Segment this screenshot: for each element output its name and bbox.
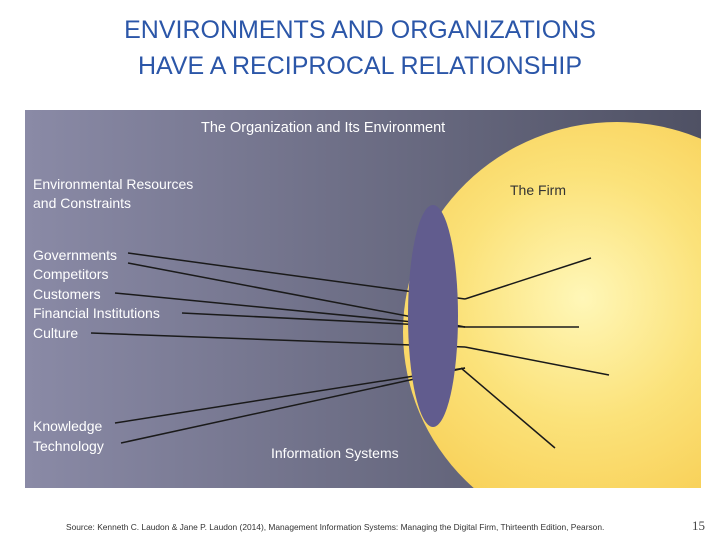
diagram-canvas: The Organization and Its Environment Env… — [25, 110, 701, 488]
slide-title: ENVIRONMENTS AND ORGANIZATIONS HAVE A RE… — [0, 12, 720, 84]
factor-knowledge: Knowledge — [33, 418, 102, 434]
line-customers — [114, 292, 466, 328]
line-firm-lower — [464, 346, 610, 376]
line-knowledge — [114, 367, 466, 424]
line-culture — [90, 332, 466, 348]
factor-technology: Technology — [33, 438, 104, 454]
env-heading-line-1: Environmental Resources — [33, 176, 193, 192]
env-heading-line-2: and Constraints — [33, 195, 131, 211]
information-systems-label: Information Systems — [271, 445, 399, 461]
firm-label: The Firm — [510, 182, 566, 198]
factor-governments: Governments — [33, 247, 117, 263]
source-citation: Source: Kenneth C. Laudon & Jane P. Laud… — [66, 522, 605, 532]
line-technology — [120, 367, 466, 444]
factor-culture: Culture — [33, 325, 78, 341]
factor-customers: Customers — [33, 286, 101, 302]
slide-title-line-2: HAVE A RECIPROCAL RELATIONSHIP — [137, 52, 583, 80]
diagram-title: The Organization and Its Environment — [201, 120, 445, 136]
information-systems-ellipse — [408, 205, 458, 427]
slide-title-line-1: ENVIRONMENTS AND ORGANIZATIONS — [124, 16, 596, 44]
page-number: 15 — [692, 518, 705, 533]
firm-circle — [403, 122, 701, 488]
line-firm-upper — [464, 257, 592, 300]
organization-environment-diagram: The Organization and Its Environment Env… — [25, 110, 701, 488]
factor-financial-institutions: Financial Institutions — [33, 305, 160, 321]
factor-competitors: Competitors — [33, 266, 108, 282]
line-firm-bottom — [460, 367, 556, 449]
